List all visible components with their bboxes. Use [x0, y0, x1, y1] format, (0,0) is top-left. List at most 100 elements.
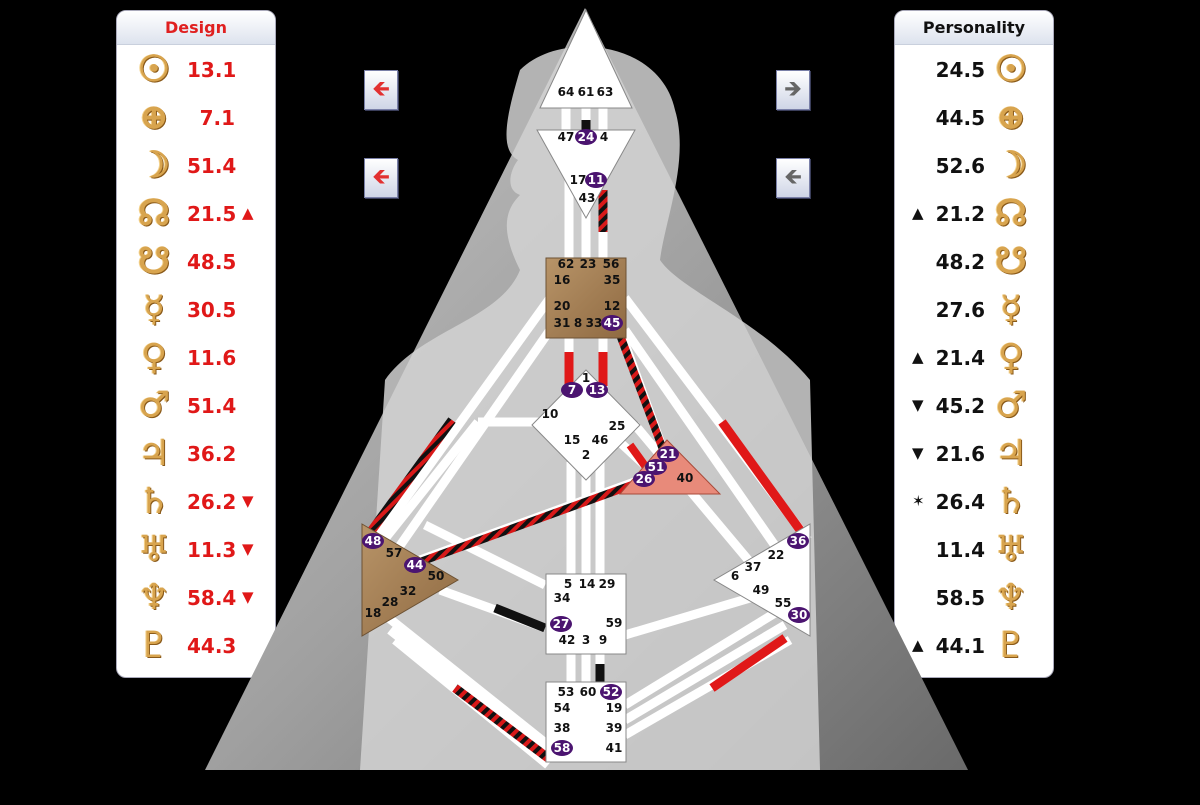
personality-title: Personality	[895, 11, 1053, 45]
gate-badge	[550, 616, 572, 632]
planet-value: 13.1	[187, 58, 237, 82]
gate-number: 12	[604, 299, 621, 313]
design-panel: Design ☉13.1⊕7.1☽51.4☊21.5▲☋48.5☿30.5♀11…	[116, 10, 276, 678]
design-prev-arrow-button[interactable]: 🡸	[364, 70, 398, 110]
fixing-mark: ▼	[242, 588, 254, 606]
gate-number: 5	[564, 577, 572, 591]
planet-value: 11.4	[935, 538, 985, 562]
solar-plexus-center	[713, 523, 811, 637]
gate-number: 27	[553, 617, 570, 631]
planet-row: ♅11.4	[895, 526, 1053, 574]
gate-number: 40	[677, 471, 694, 485]
fixing-mark: ▲	[242, 204, 254, 222]
planet-value: 27.6	[935, 298, 985, 322]
gate-number: 54	[554, 701, 571, 715]
earth-icon: ⊕	[138, 96, 170, 138]
spleen-center	[361, 523, 459, 637]
personality-next-arrow-button[interactable]: 🡸	[776, 158, 810, 198]
gate-number: 13	[589, 383, 606, 397]
gate-number: 20	[554, 299, 571, 313]
personality-panel: Personality ☉24.5⊕44.5☽52.6☊21.2▲☋48.2☿2…	[894, 10, 1054, 678]
planet-row: ☊21.2▲	[895, 190, 1053, 238]
gate-number: 23	[580, 257, 597, 271]
planet-value: 44.3	[187, 634, 237, 658]
jupiter-icon: ♃	[137, 432, 171, 474]
gate-badge	[585, 172, 607, 188]
g-center	[531, 369, 641, 481]
gate-number: 57	[386, 546, 403, 560]
planet-row: ☿ 27.6	[895, 286, 1053, 334]
south-node-icon: ☋	[138, 240, 170, 282]
gate-number: 11	[588, 173, 605, 187]
gate-number: 2	[582, 448, 590, 462]
design-next-arrow-button[interactable]: 🡸	[364, 158, 398, 198]
sun-icon: ☉	[137, 48, 171, 90]
planet-value: 48.5	[187, 250, 237, 274]
gate-number: 16	[554, 273, 571, 287]
planet-row: ☽51.4	[117, 142, 275, 190]
gate-number: 44	[407, 558, 424, 572]
planet-value: 21.2	[935, 202, 985, 226]
gate-number: 14	[579, 577, 596, 591]
gate-number: 21	[660, 447, 677, 461]
planet-row: ☉24.5	[895, 46, 1053, 94]
fixing-mark: ▲	[912, 348, 924, 366]
planet-value: 52.6	[935, 154, 985, 178]
gate-number: 7	[568, 383, 576, 397]
gate-badge	[586, 382, 608, 398]
sun-icon: ☉	[994, 48, 1028, 90]
planet-row: ☋48.2	[895, 238, 1053, 286]
gate-badge	[601, 315, 623, 331]
planet-row: ⊕44.5	[895, 94, 1053, 142]
moon-icon: ☽	[994, 144, 1028, 186]
gate-number: 9	[599, 633, 607, 647]
gate-badge	[575, 129, 597, 145]
neptune-icon: ♆	[137, 576, 171, 618]
active-channels	[368, 120, 804, 762]
gate-number: 50	[428, 569, 445, 583]
gate-number: 17	[570, 173, 587, 187]
gate-number: 15	[564, 433, 581, 447]
gate-number: 43	[579, 191, 596, 205]
gate-number: 49	[753, 583, 770, 597]
north-node-icon: ☊	[138, 192, 170, 234]
mercury-icon: ☿	[999, 288, 1023, 330]
fixing-mark: ▲	[912, 204, 924, 222]
planet-row: ♅11.3▼	[117, 526, 275, 574]
saturn-icon: ♄	[994, 480, 1028, 522]
gate-number: 36	[790, 534, 807, 548]
planet-value: 21.5	[187, 202, 237, 226]
personality-prev-arrow-button[interactable]: 🡺	[776, 70, 810, 110]
ego-center	[618, 439, 722, 495]
gate-number: 59	[606, 616, 623, 630]
gate-badge	[645, 459, 667, 475]
planet-row: ☽ 52.6	[895, 142, 1053, 190]
gate-badge	[551, 740, 573, 756]
fixing-mark: ✶	[912, 492, 925, 510]
gate-number: 18	[365, 606, 382, 620]
gate-number: 38	[554, 721, 571, 735]
ajna-center	[536, 129, 636, 220]
fixing-mark: ▼	[912, 444, 924, 462]
gate-number: 51	[648, 460, 665, 474]
gate-number: 52	[603, 685, 620, 699]
moon-icon: ☽	[137, 144, 171, 186]
planet-value: 26.2	[187, 490, 237, 514]
gate-number: 39	[606, 721, 623, 735]
planet-value: 58.4	[187, 586, 237, 610]
gate-badge	[787, 533, 809, 549]
planet-value: 7.1	[199, 106, 235, 130]
gate-number: 19	[606, 701, 623, 715]
mars-icon: ♂	[137, 384, 171, 426]
planet-row: ☋ 48.5	[117, 238, 275, 286]
design-title: Design	[117, 11, 275, 45]
gate-number: 29	[599, 577, 616, 591]
gate-number: 31	[554, 316, 571, 330]
planet-value: 30.5	[187, 298, 237, 322]
gate-badge	[362, 533, 384, 549]
gate-badge	[657, 446, 679, 462]
gate-number: 47	[558, 130, 575, 144]
gate-number: 46	[592, 433, 609, 447]
gate-badge	[561, 382, 583, 398]
